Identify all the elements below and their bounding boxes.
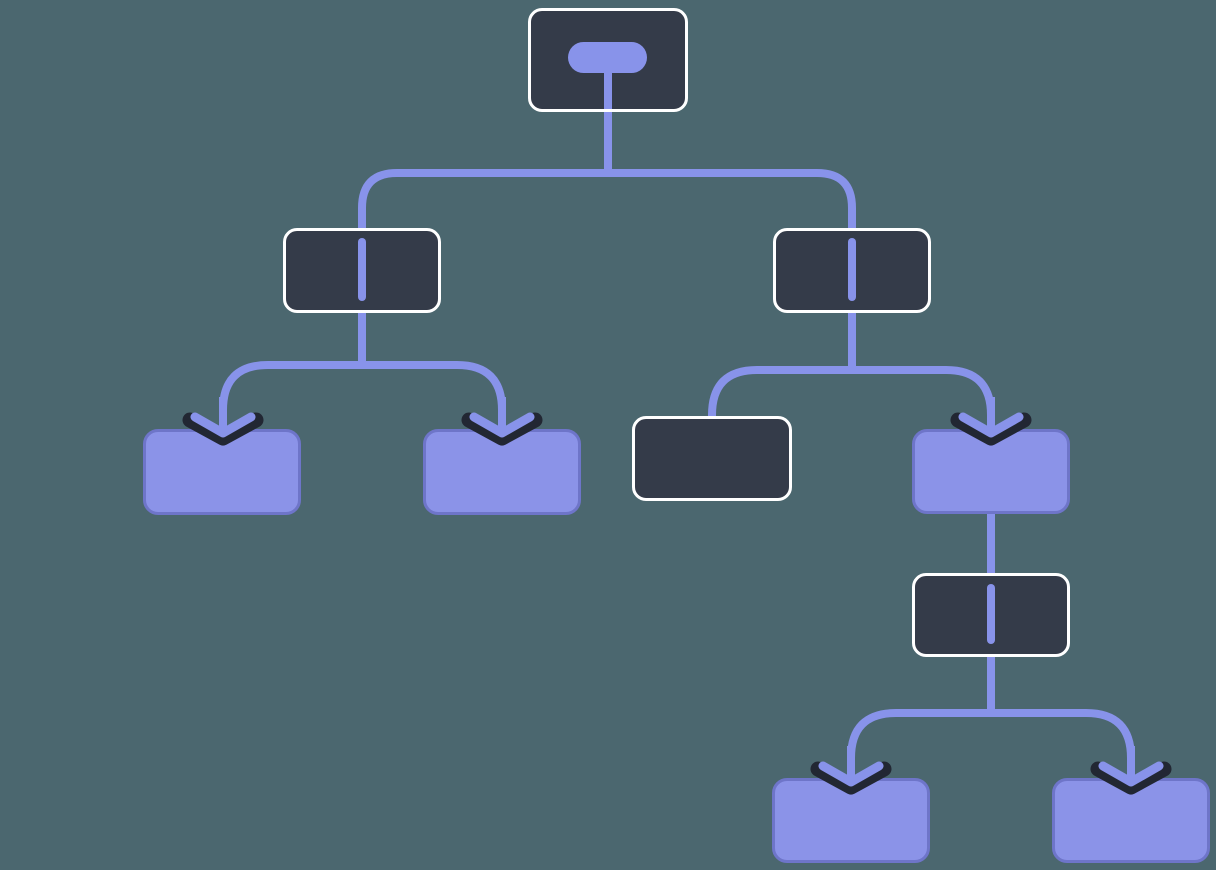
tree-node-leaf-bottom-right[interactable]: [1052, 778, 1210, 863]
tree-node-leaf-mid-left[interactable]: [423, 429, 581, 515]
internal-left-line-segment: [358, 238, 366, 301]
edge-left-split-bar: [219, 361, 506, 429]
tree-node-leaf-bottom-left[interactable]: [772, 778, 930, 863]
tree-node-leaf-far-left[interactable]: [143, 429, 301, 515]
root-key-pill: [568, 42, 647, 73]
edge-bottom-split-bar: [847, 709, 1135, 780]
internal-lower-line-segment: [987, 584, 995, 644]
tree-node-leaf-dark[interactable]: [632, 416, 792, 501]
internal-right-line-segment: [848, 238, 856, 301]
tree-node-root[interactable]: [528, 8, 688, 112]
tree-node-internal-right[interactable]: [773, 228, 931, 313]
tree-node-purple-mid-right[interactable]: [912, 429, 1070, 514]
tree-node-internal-left[interactable]: [283, 228, 441, 313]
edge-root-split-bar: [358, 169, 856, 232]
root-pill-stem: [604, 73, 612, 109]
tree-node-internal-lower[interactable]: [912, 573, 1070, 657]
